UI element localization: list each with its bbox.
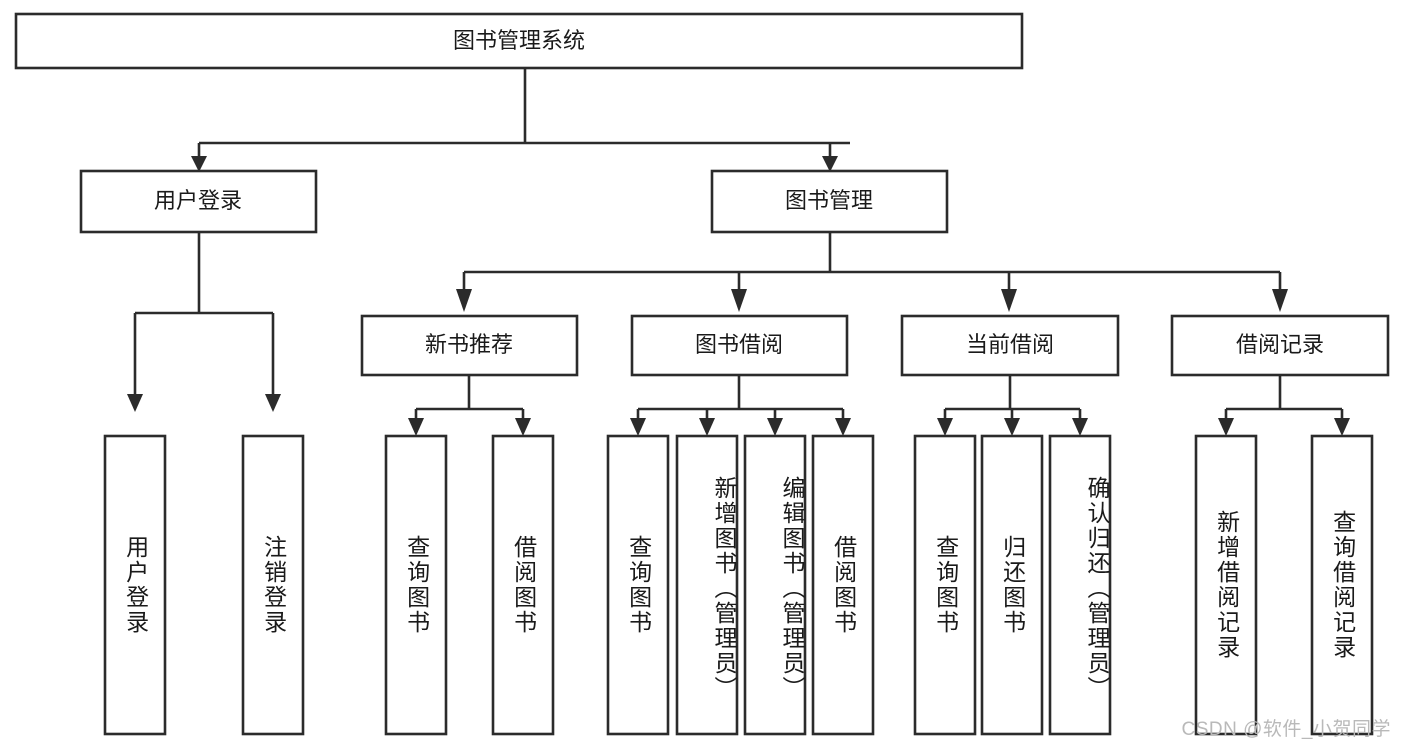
arrow-head-book-borrow-leaf3	[767, 418, 783, 436]
arrow-head-book-manage	[822, 156, 838, 172]
arrow-head-book-borrow-leaf4	[835, 418, 851, 436]
node-leaf-user-login-0-box[interactable]	[103, 434, 167, 736]
arrow-head-new-book-leaf1	[408, 418, 424, 436]
arrow-head-book-borrow-leaf1	[630, 418, 646, 436]
node-borrow-record-label: 借阅记录	[1236, 332, 1324, 357]
node-current-borrow-box[interactable]	[900, 314, 1120, 377]
connector-group-current-borrow	[937, 375, 1088, 436]
node-leaf-new-book-1-box[interactable]	[491, 434, 555, 736]
node-leaf-new-book-0-box[interactable]	[384, 434, 448, 736]
csdn-watermark: CSDN @软件_小贺同学	[1181, 719, 1391, 740]
arrow-head-user-login-leaf1	[127, 394, 143, 412]
arrow-head-user-login	[191, 156, 207, 172]
node-leaf-borrow-record-1-box[interactable]	[1310, 434, 1374, 736]
node-root-label: 图书管理系统	[453, 28, 585, 53]
connector-group-root	[191, 68, 850, 172]
arrow-head-current-borrow-leaf3	[1072, 418, 1088, 436]
connector-group-borrow-record	[1218, 375, 1350, 436]
arrow-head-borrow-record-leaf1	[1218, 418, 1234, 436]
node-borrow-record-box[interactable]	[1170, 314, 1390, 377]
connector-group-user-login	[127, 232, 281, 412]
node-book-manage-box[interactable]	[710, 169, 949, 234]
connector-group-book-manage	[456, 232, 1288, 312]
node-leaf-book-borrow-2-box[interactable]	[743, 434, 807, 736]
node-new-book-box[interactable]	[360, 314, 579, 377]
node-root-box[interactable]	[14, 12, 1024, 70]
node-leaf-current-borrow-2-box[interactable]	[1048, 434, 1112, 736]
node-leaf-borrow-record-0-box[interactable]	[1194, 434, 1258, 736]
connector-group-new-book	[408, 375, 531, 436]
arrow-head-user-login-leaf2	[265, 394, 281, 412]
node-leaf-book-borrow-0-box[interactable]	[606, 434, 670, 736]
node-book-borrow-box[interactable]	[630, 314, 849, 377]
arrow-head-current-borrow	[1001, 289, 1017, 312]
arrow-head-book-borrow	[731, 289, 747, 312]
node-current-borrow-label: 当前借阅	[966, 332, 1054, 357]
node-leaf-book-borrow-3-box[interactable]	[811, 434, 875, 736]
arrow-head-borrow-record-leaf2	[1334, 418, 1350, 436]
arrow-head-borrow-record	[1272, 289, 1288, 312]
arrow-head-current-borrow-leaf1	[937, 418, 953, 436]
node-user-login-label: 用户登录	[154, 188, 242, 213]
arrow-head-current-borrow-leaf2	[1004, 418, 1020, 436]
arrow-head-new-book	[456, 289, 472, 312]
node-user-login-box[interactable]	[79, 169, 318, 234]
node-leaf-user-login-1-box[interactable]	[241, 434, 305, 736]
node-leaf-current-borrow-0-box[interactable]	[913, 434, 977, 736]
node-book-borrow-label: 图书借阅	[695, 332, 783, 357]
node-book-manage-label: 图书管理	[785, 188, 873, 213]
arrow-head-book-borrow-leaf2	[699, 418, 715, 436]
connector-group-book-borrow	[630, 375, 851, 436]
node-leaf-current-borrow-1-box[interactable]	[980, 434, 1044, 736]
node-leaf-book-borrow-1-box[interactable]	[675, 434, 739, 736]
arrow-head-new-book-leaf2	[515, 418, 531, 436]
node-new-book-label: 新书推荐	[425, 332, 513, 357]
